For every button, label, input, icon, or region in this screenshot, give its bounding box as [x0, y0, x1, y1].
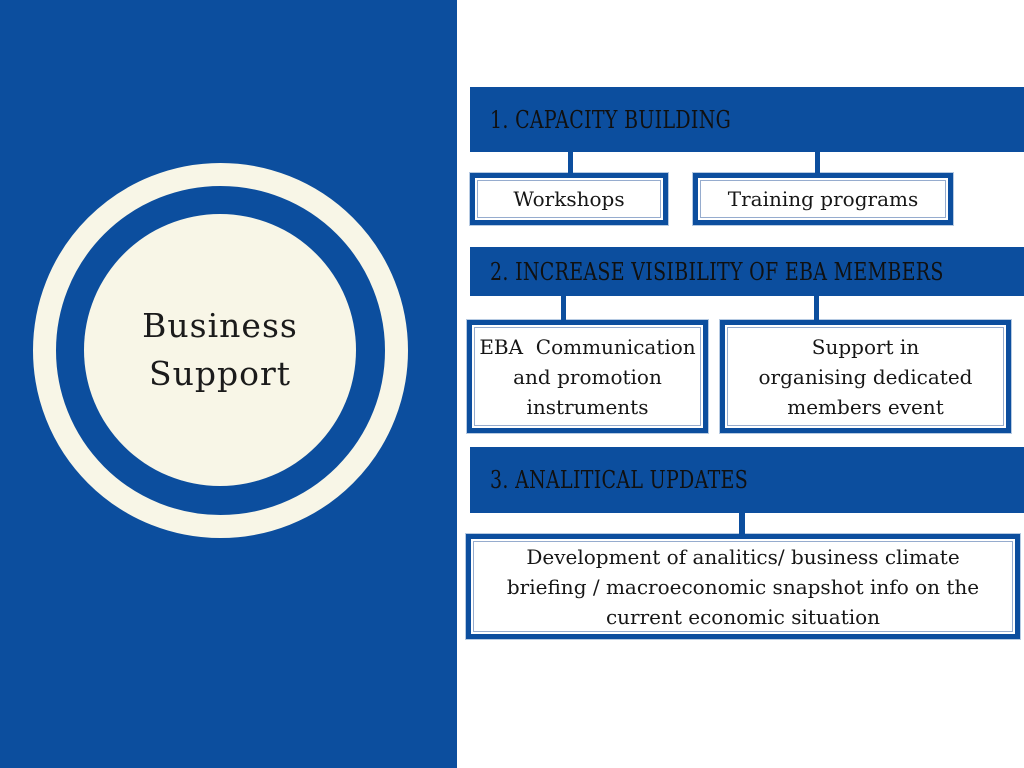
connector-line-members-event	[814, 296, 819, 320]
box-analytics-development-label: Development of analitics/ business clima…	[506, 544, 980, 629]
connector-line-workshops	[568, 152, 573, 173]
box-eba-communication-label: EBA Communication and promotion instrume…	[479, 334, 696, 419]
page-title-line2: Support	[148, 354, 291, 393]
page-title: Business Support	[142, 302, 298, 398]
connector-line-training-programs	[815, 152, 820, 173]
circle-badge: Business Support	[84, 214, 356, 486]
section3-header-bar: 3. ANALITICAL UPDATES	[470, 447, 1024, 513]
left-panel: Business Support	[0, 0, 457, 768]
section1-header-bar: 1. CAPACITY BUILDING	[470, 87, 1024, 152]
box-training-programs-label: Training programs	[727, 187, 919, 211]
section2-header-title: 2. INCREASE VISIBILITY OF EBA MEMBERS	[490, 257, 944, 286]
connector-line-analytics	[739, 513, 745, 534]
box-workshops-label: Workshops	[513, 187, 625, 211]
box-members-event: Support in organising dedicated members …	[720, 320, 1011, 433]
box-eba-communication: EBA Communication and promotion instrume…	[467, 320, 708, 433]
section1-header-title: 1. CAPACITY BUILDING	[490, 105, 732, 134]
section2-header-bar: 2. INCREASE VISIBILITY OF EBA MEMBERS	[470, 247, 1024, 296]
box-analytics-development: Development of analitics/ business clima…	[466, 534, 1020, 639]
box-workshops: Workshops	[470, 173, 668, 225]
box-members-event-label: Support in organising dedicated members …	[758, 334, 973, 419]
page-title-line1: Business	[142, 306, 298, 345]
box-training-programs: Training programs	[693, 173, 953, 225]
section3-header-title: 3. ANALITICAL UPDATES	[490, 465, 749, 495]
connector-line-eba-communication	[561, 296, 566, 320]
